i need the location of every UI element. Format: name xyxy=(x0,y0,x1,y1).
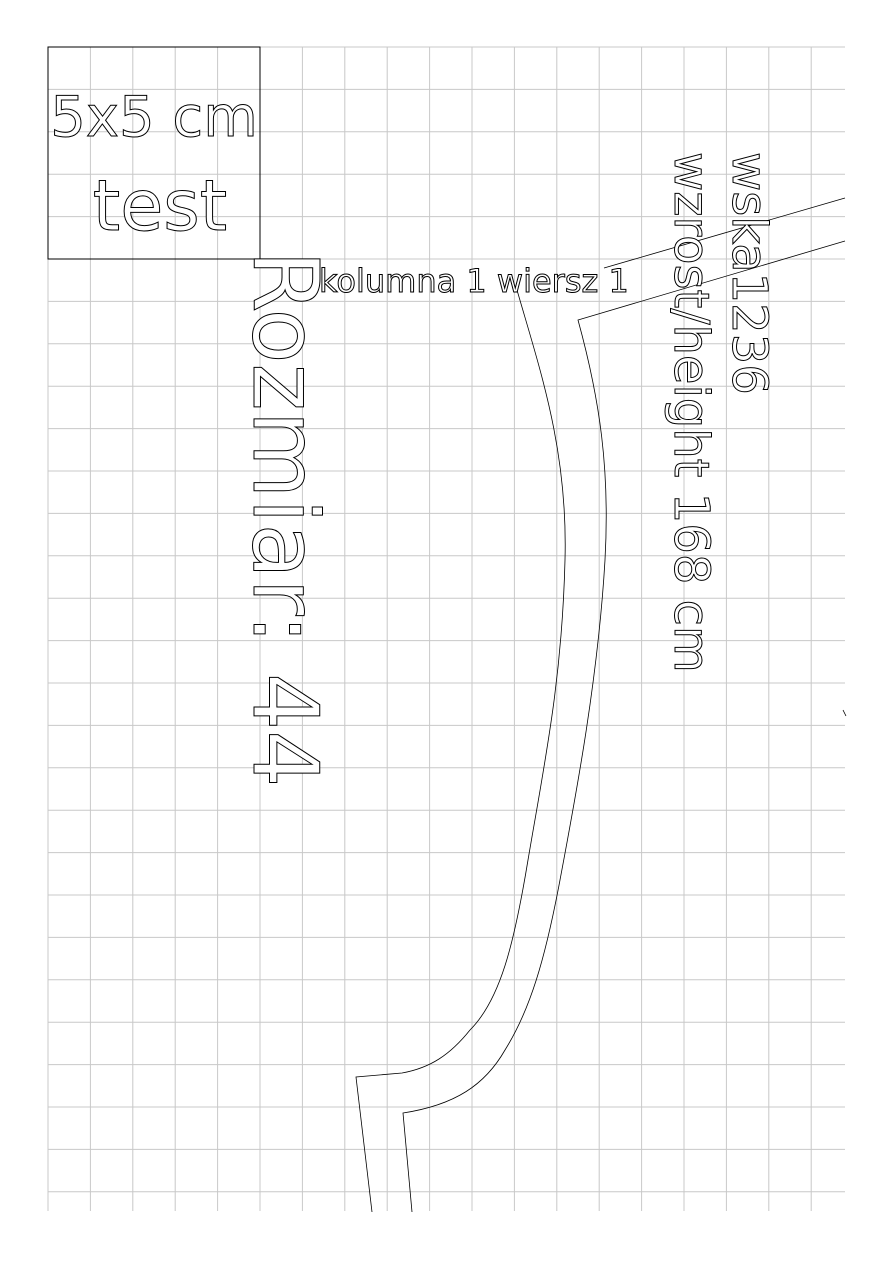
pattern-tick xyxy=(842,709,847,717)
pattern-id-label: wska1236 xyxy=(721,152,777,395)
calibration-square xyxy=(47,46,261,260)
calibration-size-text: 5x5 cm xyxy=(50,85,258,150)
pattern-line-top xyxy=(603,197,846,269)
pattern-line-inner xyxy=(355,289,566,1213)
cell-label: kolumna 1 wiersz 1 xyxy=(319,262,629,300)
calibration-test-text: test xyxy=(93,165,227,247)
size-label: Rozmiar: 44 xyxy=(232,250,337,788)
height-label: wzrost/height 168 cm xyxy=(663,152,719,673)
pattern-line-outer xyxy=(402,240,846,1213)
